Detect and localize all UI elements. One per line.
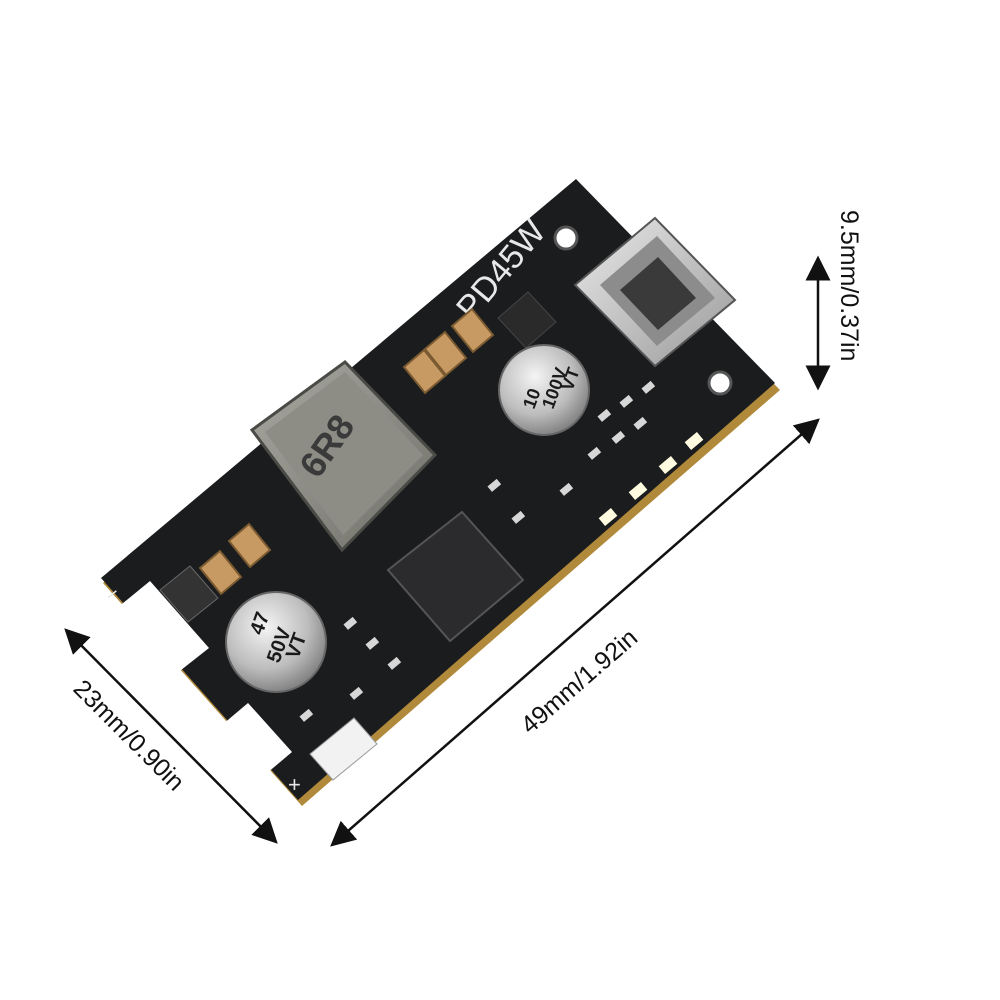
pd-controller-chip <box>497 291 557 349</box>
terminal-plus-label: + <box>288 772 301 797</box>
usb-c-port <box>573 216 737 368</box>
length-dimension-arrow <box>330 418 820 847</box>
capacitor-small: 10 100V VT <box>498 344 590 436</box>
pcb-board: PD45W 6R8 10 100V VT 47 50V <box>99 179 780 806</box>
mounting-hole-right <box>707 370 733 396</box>
mounting-hole-top <box>553 225 579 251</box>
capacitor-large: 47 50V VT <box>225 591 327 693</box>
ceramic-capacitors <box>198 307 495 596</box>
height-dimension-label: 9.5mm/0.37in <box>835 210 863 361</box>
diode <box>159 565 219 623</box>
width-dimension-arrow <box>64 628 278 844</box>
length-dimension-label: 49mm/1.92in <box>516 624 643 740</box>
